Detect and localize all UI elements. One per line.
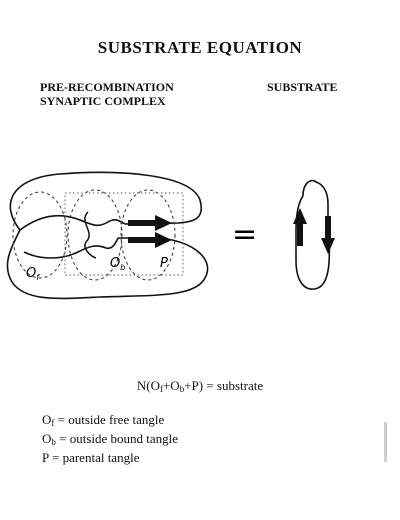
tangle-of-circle (12, 191, 68, 279)
equation-suffix: +P) (184, 378, 204, 393)
heading-line-2: SYNAPTIC COMPLEX (40, 94, 166, 108)
page-title: SUBSTRATE EQUATION (97, 38, 303, 57)
arrow-down-icon (321, 216, 335, 254)
equals-sign: = (232, 217, 257, 252)
inner-strand-cross (84, 211, 97, 259)
tangle-p-circle (120, 189, 176, 281)
arrow-right-icon (128, 232, 172, 248)
equation-plus-ob: +O (162, 378, 180, 393)
label-ob: Ob (110, 256, 125, 272)
tangle-diagram: Of Ob P = (6, 171, 335, 300)
heading-line-1: PRE-RECOMBINATION (40, 80, 174, 94)
arrow-right-icon (128, 215, 172, 231)
substrate-loop (295, 179, 331, 290)
scan-artifact (384, 422, 387, 462)
equation-sub-b: b (179, 384, 185, 394)
equation-rhs: = substrate (203, 378, 264, 393)
substrate-equation: N(Of+Ob+P) = substrate (0, 378, 400, 394)
label-p: P (160, 256, 168, 271)
arrow-up-icon (293, 208, 307, 246)
equation-sub-f: f (159, 384, 163, 394)
inner-strand-top (19, 214, 126, 231)
legend-row-ob: Ob = outside bound tangle (42, 431, 179, 447)
label-of: Of (26, 266, 40, 282)
legend: Of = outside free tangle Ob = outside bo… (42, 412, 178, 465)
legend-row-of: Of = outside free tangle (42, 412, 165, 428)
tangle-ob-circle (67, 189, 123, 281)
inner-strand-bottom (23, 237, 119, 259)
legend-row-p: P = parental tangle (42, 450, 140, 465)
heading-substrate: SUBSTRATE (267, 80, 338, 94)
equation-prefix: N(O (136, 378, 160, 393)
heading-synaptic-complex: PRE-RECOMBINATION SYNAPTIC COMPLEX (40, 80, 174, 108)
